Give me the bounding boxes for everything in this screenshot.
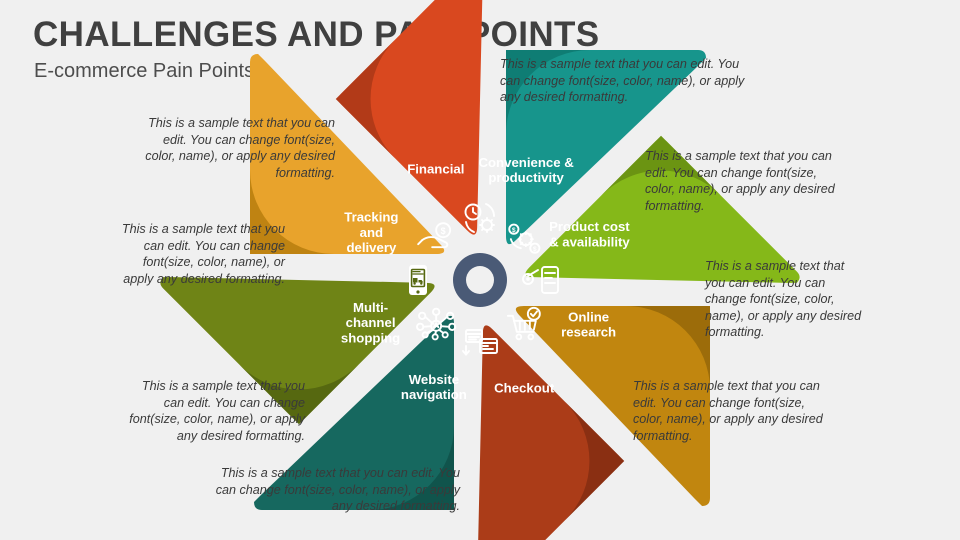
blade-icon-sector xyxy=(239,364,359,425)
mobile-delivery-icon xyxy=(409,265,427,295)
blade-checkout[interactable] xyxy=(515,306,710,507)
callout-tracking: This is a sample text that you can edit.… xyxy=(145,116,335,180)
callout-financial: This is a sample text that you can edit.… xyxy=(500,57,745,105)
blade-body xyxy=(506,50,707,245)
blade-label-product-cost-availability: Product cost& availability xyxy=(549,220,630,250)
blade-website-navigation[interactable] xyxy=(345,324,625,540)
money-gears-icon: $$ xyxy=(508,223,541,254)
blade-convenience-productivity[interactable] xyxy=(335,0,615,236)
blade-label-checkout: Checkout xyxy=(494,381,555,396)
network-nodes-icon xyxy=(416,307,457,341)
svg-text:$: $ xyxy=(533,246,537,253)
callout-checkout: This is a sample text that you can edit.… xyxy=(215,466,460,514)
shopping-cart-check-icon xyxy=(506,306,541,341)
blade-icon-sector xyxy=(564,401,625,521)
blade-icon-sector xyxy=(626,306,710,390)
blade-body xyxy=(253,315,454,510)
hub-center xyxy=(466,266,494,294)
blade-icon-sector xyxy=(601,135,721,196)
page-subtitle: E-commerce Pain Points xyxy=(34,60,255,82)
callout-convenience: This is a sample text that you can edit.… xyxy=(645,149,835,213)
blade-label-financial: Financial xyxy=(407,162,464,177)
blade-icon-sector xyxy=(335,39,396,159)
blade-body xyxy=(338,0,483,235)
blade-online-research[interactable] xyxy=(524,135,803,415)
callout-onlineresearch: This is a sample text that you can edit.… xyxy=(633,379,823,443)
svg-text:$: $ xyxy=(441,226,446,236)
svg-text:$: $ xyxy=(512,227,516,234)
web-pages-icon xyxy=(462,329,498,356)
clock-gear-icon xyxy=(464,203,495,233)
blade-body xyxy=(515,306,710,507)
hand-with-coin-icon: $ xyxy=(417,222,452,249)
callout-productcost: This is a sample text that you can edit.… xyxy=(705,259,862,340)
mobile-search-icon xyxy=(522,266,559,294)
page-title: CHALLENGES AND PAIN POINTS xyxy=(33,15,600,54)
blade-body xyxy=(477,325,622,540)
blade-product-cost-availability[interactable] xyxy=(506,50,707,245)
blade-icon-sector xyxy=(370,426,454,510)
callout-website: This is a sample text that you can edit.… xyxy=(129,379,305,443)
blade-body xyxy=(525,138,800,283)
blade-body xyxy=(160,277,435,422)
blade-financial[interactable] xyxy=(250,53,445,254)
blade-icon-sector xyxy=(250,170,334,254)
blade-body xyxy=(250,53,445,254)
callout-multichannel: This is a sample text that you can edit.… xyxy=(121,222,285,286)
blade-label-convenience-productivity: Convenience &productivity xyxy=(478,155,574,185)
blade-tracking-and-delivery[interactable] xyxy=(157,145,436,425)
blade-multi-channel-shopping[interactable] xyxy=(253,315,454,510)
blade-icon-sector xyxy=(506,50,590,134)
